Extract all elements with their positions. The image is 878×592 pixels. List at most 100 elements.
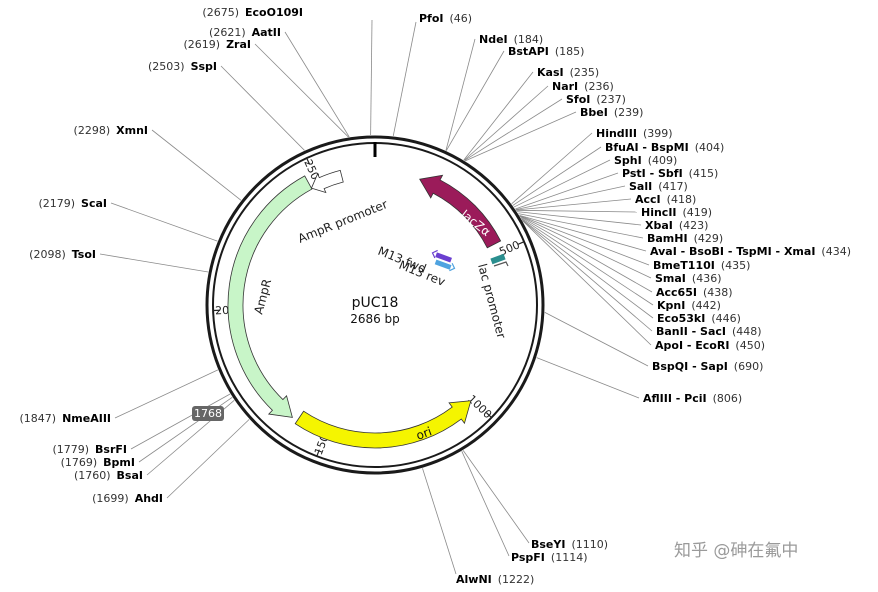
site-label[interactable]: AvaI - BsoBI - TspMI - XmaI(434) [650,245,851,258]
site-label[interactable]: (2098) TsoI [29,248,96,261]
site-label[interactable]: (1760) BsaI [74,469,143,482]
site-label[interactable]: BseYI(1110) [531,538,608,551]
site-name: BsaI [117,469,143,482]
site-name: BseYI [531,538,565,551]
lac-promoter-label: lac promoter [475,262,508,340]
site-name: KpnI [657,299,685,312]
site-label[interactable]: Acc65I(438) [656,286,733,299]
site-label[interactable]: BanII - SacI(448) [656,325,762,338]
site-leader [512,133,592,204]
site-label[interactable]: (2619) ZraI [184,38,252,51]
site-name: NmeAIII [62,412,111,425]
site-label[interactable]: (2298)XmnI [74,124,148,137]
site-position: (1699) [92,492,129,505]
site-label[interactable]: BamHI(429) [647,232,723,245]
site-label[interactable]: (2503)SspI [148,60,217,73]
site-position: (442) [691,299,721,312]
site-name: PfoI [419,12,444,25]
site-name: BpmI [103,456,135,469]
site-leader [152,130,241,200]
site-position: (2675) [202,6,239,19]
site-label[interactable]: XbaI(423) [645,219,708,232]
site-name: Eco53kI [657,312,705,325]
site-label[interactable]: PstI - SbfI(415) [622,167,718,180]
site-name: ZraI [226,38,251,51]
site-label[interactable]: BstAPI (185) [508,45,584,58]
site-label[interactable]: PfoI(46) [419,12,472,25]
site-label[interactable]: (1769) BpmI [61,456,135,469]
site-label[interactable]: BmeT110I(435) [653,259,750,272]
site-label[interactable]: KpnI (442) [657,299,721,312]
site-label[interactable]: SphI(409) [614,154,677,167]
site-leader [520,216,649,265]
site-position: (1760) [74,469,111,482]
site-position: (1847) [20,412,57,425]
site-label[interactable]: BfuAI - BspMI(404) [605,141,724,154]
site-leader [167,419,249,498]
site-label[interactable]: BbeI(239) [580,106,643,119]
site-position: (409) [648,154,678,167]
site-leader [465,112,576,161]
site-position: (450) [735,339,765,352]
site-label[interactable]: SalI(417) [629,180,688,193]
site-label[interactable]: (2179)ScaI [38,197,107,210]
site-position: (417) [658,180,688,193]
site-name: BmeT110I [653,259,715,272]
site-name: BstAPI [508,45,549,58]
site-name: ScaI [81,197,107,210]
site-name: Acc65I [656,286,697,299]
site-leader [255,44,348,137]
site-label[interactable]: SfoI(237) [566,93,626,106]
site-label[interactable]: Eco53kI (446) [657,312,741,325]
site-leader [100,254,208,272]
site-name: AlwNI [456,573,492,586]
site-label[interactable]: (2621)AatII [209,26,281,39]
site-leader [221,66,304,150]
site-label[interactable]: PspFI(1114) [511,551,587,564]
site-name: TsoI [72,248,96,261]
site-leader [464,72,533,160]
site-leader [285,32,349,137]
site-label[interactable]: (1779)BsrFI [52,443,127,456]
site-position: (436) [692,272,722,285]
site-name: BamHI [647,232,688,245]
site-label[interactable]: (2675) EcoO109I [202,6,303,19]
lacza-arrow[interactable] [420,175,501,248]
cursor-position-label: 1768 [194,407,222,420]
site-label[interactable]: HincII(419) [641,206,712,219]
site-name: EcoO109I [245,6,303,19]
site-label[interactable]: SmaI(436) [655,272,722,285]
site-label[interactable]: NarI(236) [552,80,614,93]
site-position: (185) [555,45,585,58]
site-label[interactable]: KasI(235) [537,66,599,79]
site-position: (239) [614,106,644,119]
site-position: (236) [584,80,614,93]
site-name: AhdI [135,492,163,505]
site-label[interactable]: AflIII - PciI(806) [643,392,742,405]
site-name: PstI - SbfI [622,167,683,180]
site-label[interactable]: BspQI - SapI(690) [652,360,763,373]
site-leader [516,210,637,212]
site-leader [371,20,372,135]
site-leader [393,22,416,136]
site-position: (1114) [551,551,588,564]
site-label[interactable]: (1699) AhdI [92,492,163,505]
site-leader [545,312,648,366]
site-position: (399) [643,127,673,140]
site-position: (1769) [61,456,98,469]
site-label[interactable]: ApoI - EcoRI(450) [655,339,765,352]
site-position: (423) [679,219,709,232]
site-position: (404) [695,141,725,154]
site-leader [517,212,641,225]
site-name: SfoI [566,93,590,106]
site-label[interactable]: AccI(418) [635,193,696,206]
site-label[interactable]: AlwNI(1222) [456,573,534,586]
site-position: (446) [711,312,741,325]
site-position: (2098) [29,248,66,261]
site-position: (2619) [184,38,221,51]
site-label[interactable]: HindIII(399) [596,127,673,140]
site-label[interactable]: (1847) NmeAIII [20,412,112,425]
site-position: (418) [667,193,697,206]
cursor-position-marker[interactable]: 1768 [192,406,224,421]
